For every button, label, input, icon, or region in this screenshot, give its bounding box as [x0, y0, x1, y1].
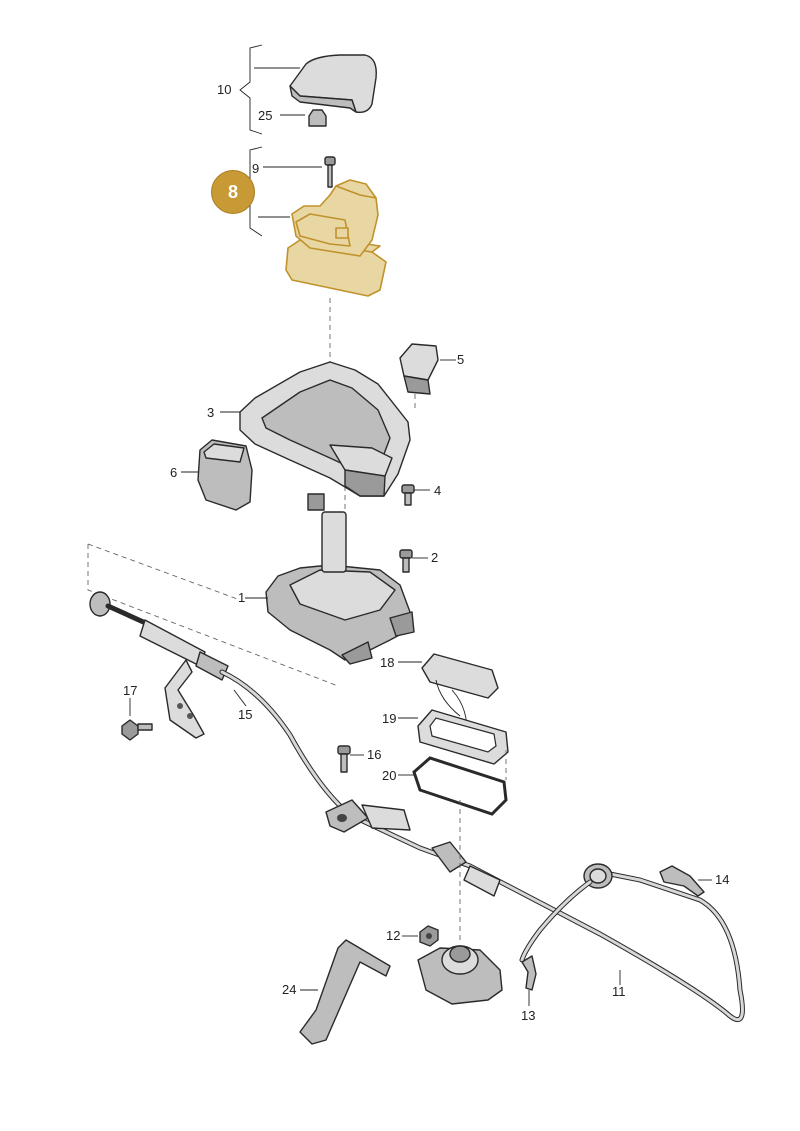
- nut-part-12: [419, 925, 439, 947]
- callout-12[interactable]: 12: [386, 928, 401, 943]
- cable-end-fitting: [325, 799, 501, 897]
- frame-part-19: [417, 709, 509, 765]
- callout-3[interactable]: 3: [207, 405, 215, 420]
- callout-14[interactable]: 14: [715, 872, 730, 887]
- callout-13[interactable]: 13: [521, 1008, 536, 1023]
- screw-part-9: [324, 156, 336, 188]
- callout-10[interactable]: 10: [217, 82, 232, 97]
- callout-24[interactable]: 24: [282, 982, 297, 997]
- callout-4[interactable]: 4: [434, 483, 442, 498]
- screw-part-17: [121, 719, 153, 741]
- callout-20[interactable]: 20: [382, 768, 397, 783]
- callout-6[interactable]: 6: [170, 465, 178, 480]
- cover-part-18: [421, 653, 499, 699]
- callout-18[interactable]: 18: [380, 655, 395, 670]
- clip-part-14: [659, 865, 705, 897]
- seal-part-20: [412, 756, 508, 816]
- screw-part-4: [401, 484, 415, 506]
- selector-lever-part-8: [285, 179, 387, 297]
- callout-19[interactable]: 19: [382, 711, 397, 726]
- cable-mount-base: [417, 945, 503, 1005]
- switch-module-part-6: [197, 439, 253, 511]
- callout-11[interactable]: 11: [612, 984, 626, 999]
- screw-part-2: [399, 549, 413, 573]
- callout-1[interactable]: 1: [238, 590, 246, 605]
- clip-part-13: [521, 955, 537, 991]
- bracket-10: [239, 44, 263, 135]
- lever-part-24: [299, 939, 391, 1045]
- gear-selector-mechanism-part-1: [265, 493, 415, 665]
- selector-cap-part-10: [289, 54, 377, 114]
- screw-part-16: [337, 745, 351, 773]
- callout-9[interactable]: 9: [252, 161, 260, 176]
- clip-part-25: [308, 109, 327, 127]
- trim-frame-part-3: [239, 361, 411, 497]
- callout-25[interactable]: 25: [258, 108, 273, 123]
- callout-17[interactable]: 17: [123, 683, 138, 698]
- bracket-part-17: [164, 659, 205, 739]
- highlight-badge-8[interactable]: 8: [211, 170, 255, 214]
- callout-5[interactable]: 5: [457, 352, 465, 367]
- button-part-5: [399, 343, 439, 395]
- callout-2[interactable]: 2: [431, 550, 439, 565]
- callout-16[interactable]: 16: [367, 747, 382, 762]
- callout-15[interactable]: 15: [238, 707, 253, 722]
